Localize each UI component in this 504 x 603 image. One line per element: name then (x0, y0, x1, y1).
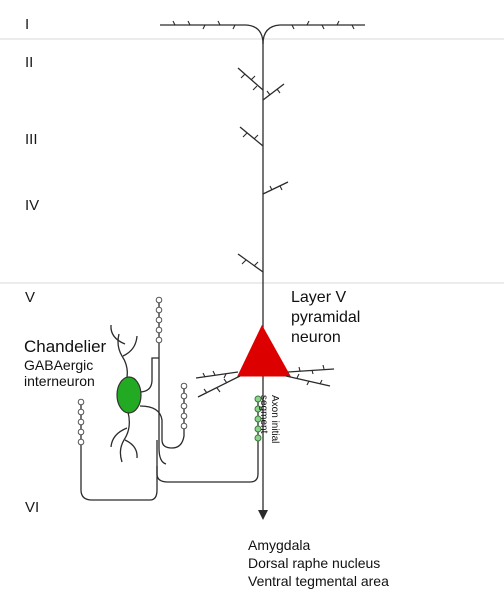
interneuron-label-line3: interneuron (24, 373, 95, 389)
interneuron-soma (116, 376, 142, 414)
interneuron-axon-arbor (80, 298, 259, 501)
layer-label-v: V (25, 289, 35, 306)
ais-boutons (254, 395, 262, 442)
layer-label-i: I (25, 16, 29, 33)
layer-label-vi: VI (25, 499, 39, 516)
ais-label-line2: segment (258, 395, 269, 434)
pyramidal-label-line2: pyramidal (291, 309, 360, 326)
target-vta: Ventral tegmental area (248, 573, 389, 589)
interneuron-label-line1: Chandelier (24, 337, 107, 356)
chandelier-cartridges (77, 296, 188, 446)
pyramidal-label-line1: Layer V (291, 289, 346, 306)
pyramidal-soma (237, 324, 291, 377)
axon-arrowhead (258, 510, 268, 520)
interneuron-dendrites (110, 324, 138, 463)
ais-label-line1: Axon initial (269, 395, 280, 443)
ais-label: Axon initial segment (258, 395, 280, 443)
layer-label-ii: II (25, 54, 33, 71)
layer-label-iii: III (25, 131, 38, 148)
basal-dendrites (195, 364, 335, 398)
apical-tuft (160, 20, 365, 45)
target-amygdala: Amygdala (248, 537, 310, 553)
pyramidal-label-line3: neuron (291, 329, 341, 346)
interneuron-label-line2: GABAergic (24, 357, 93, 373)
target-dorsal-raphe: Dorsal raphe nucleus (248, 555, 380, 571)
layer-label-iv: IV (25, 197, 39, 214)
oblique-dendrites (237, 67, 289, 273)
